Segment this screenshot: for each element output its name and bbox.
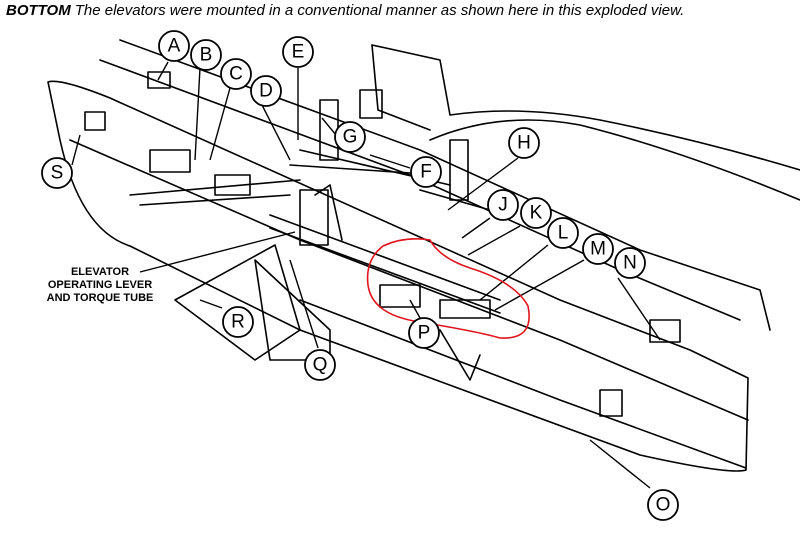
leader-c — [209, 87, 231, 161]
callout-circle-h — [508, 127, 540, 159]
pushrod — [129, 179, 301, 206]
callout-f: F — [420, 162, 432, 183]
fuselage-curve — [429, 119, 800, 201]
elevator-lever-label: ELEVATOR OPERATING LEVER AND TORQUE TUBE — [30, 266, 170, 305]
callout-h: H — [517, 133, 531, 154]
leader-r — [199, 299, 223, 309]
callout-circle-n — [614, 247, 646, 279]
leader-l — [479, 244, 549, 301]
label-line-1: ELEVATOR — [70, 266, 130, 278]
callout-circle-a — [158, 30, 190, 62]
caption-bold: BOTTOM — [6, 2, 71, 19]
callout-o: O — [656, 495, 671, 516]
callout-q: Q — [313, 355, 328, 376]
callout-d: D — [259, 81, 273, 102]
hinge-fitting-a — [147, 71, 171, 89]
leader-o — [589, 439, 651, 489]
callout-circle-q — [304, 349, 336, 381]
leader-j — [461, 217, 491, 239]
callout-circle-b — [190, 39, 222, 71]
callout-b: B — [200, 45, 213, 66]
tab-panel-left — [174, 244, 301, 361]
bracket-8 — [359, 89, 383, 119]
callout-circle-c — [220, 58, 252, 90]
elevator-lower-line — [299, 299, 747, 469]
callout-circle-e — [282, 36, 314, 68]
caption-text: The elevators were mounted in a conventi… — [74, 2, 685, 19]
callout-c: C — [229, 64, 243, 85]
bracket-6 — [319, 99, 339, 161]
leader-q — [289, 259, 319, 349]
callout-r: R — [231, 312, 245, 333]
callout-circle-p — [408, 317, 440, 349]
highlight-loop — [366, 238, 530, 339]
leader-a — [157, 61, 169, 81]
leader-n — [617, 277, 661, 341]
label-line-3: AND TORQUE TUBE — [46, 292, 154, 304]
leader-k — [467, 225, 521, 256]
fuselage-outline — [371, 44, 800, 171]
callout-p: P — [418, 323, 431, 344]
hinge-fitting-right — [599, 389, 623, 417]
callout-a: A — [168, 36, 181, 57]
callout-j: J — [498, 195, 508, 216]
callout-l: L — [558, 223, 569, 244]
callout-g: G — [343, 127, 358, 148]
leader-s — [71, 134, 81, 166]
callout-circle-r — [222, 306, 254, 338]
leader-elevator-lever — [139, 231, 296, 273]
callout-circle-m — [582, 233, 614, 265]
callout-circle-s — [41, 157, 73, 189]
hinge-fitting-left — [84, 111, 106, 131]
leader-p — [409, 299, 421, 319]
leader-b — [194, 67, 201, 161]
support-strut — [439, 329, 481, 381]
tab-panel-right — [254, 259, 331, 361]
bracket-4 — [379, 284, 421, 308]
callout-m: M — [590, 239, 606, 260]
hinge-fitting-top — [649, 319, 681, 343]
bracket-1 — [149, 149, 191, 173]
callout-n: N — [623, 253, 637, 274]
bracket-3 — [299, 189, 329, 246]
callout-circle-l — [547, 217, 579, 249]
label-line-2: OPERATING LEVER — [47, 279, 153, 291]
callout-s: S — [51, 163, 64, 184]
leader-m — [494, 259, 585, 311]
bracket-5 — [439, 299, 491, 319]
fin-outline — [371, 44, 431, 131]
callout-circle-k — [520, 197, 552, 229]
leader-h — [447, 157, 519, 211]
callout-e: E — [292, 42, 305, 63]
lever-arm — [314, 184, 343, 241]
stabilizer-outline — [47, 80, 749, 472]
callout-circle-d — [250, 75, 282, 107]
leader-g — [321, 117, 337, 136]
callout-circle-j — [487, 189, 519, 221]
torque-tube — [269, 214, 501, 314]
callout-circle-g — [334, 121, 366, 153]
leader-d — [261, 104, 291, 161]
callout-circle-f — [410, 156, 442, 188]
callout-circle-o — [647, 489, 679, 521]
callout-k: K — [530, 203, 543, 224]
bracket-7 — [449, 139, 469, 201]
upper-skin-line-2 — [99, 59, 741, 321]
leader-f — [369, 154, 411, 169]
